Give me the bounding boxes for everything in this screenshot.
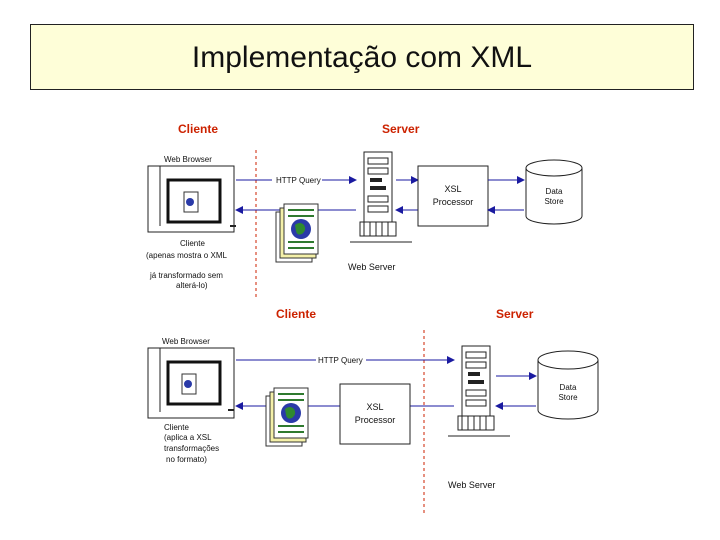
top-note-line-1: Cliente xyxy=(180,239,205,248)
top-browser-label: Web Browser xyxy=(164,155,212,164)
bottom-xsl-line1: XSL xyxy=(366,402,383,412)
top-store-line2: Store xyxy=(544,197,564,206)
top-xsl-line2: Processor xyxy=(433,197,474,207)
bottom-webserver-label: Web Server xyxy=(448,480,495,490)
top-browser-window xyxy=(147,165,236,233)
bottom-xsl-processor xyxy=(339,383,411,445)
top-xsl-processor xyxy=(417,165,489,227)
bottom-xsl-line2: Processor xyxy=(355,415,396,425)
bottom-query-label: HTTP Query xyxy=(318,356,363,365)
bottom-server-icon xyxy=(447,345,511,437)
bottom-diagram: Cliente Server Web Browser Cliente (apli… xyxy=(147,307,599,515)
top-note-line-2: (apenas mostra o XML xyxy=(146,251,227,260)
bottom-note-line-4: no formato) xyxy=(166,455,207,464)
top-server-header: Server xyxy=(382,122,420,136)
bottom-data-store xyxy=(537,350,599,420)
top-client-note: Cliente (apenas mostra o XML já transfor… xyxy=(146,239,227,290)
bottom-client-header: Cliente xyxy=(276,307,316,321)
title-box: Implementação com XML xyxy=(30,24,694,90)
top-query-label: HTTP Query xyxy=(276,176,321,185)
top-data-store xyxy=(525,159,583,225)
bottom-store-line1: Data xyxy=(560,383,577,392)
top-diagram: Cliente Server Web Browser Cliente (apen… xyxy=(146,122,583,300)
bottom-client-note: Cliente (aplica a XSL transformações no … xyxy=(164,423,219,464)
bottom-note-line-1: Cliente xyxy=(164,423,189,432)
top-note-line-4: alterá-lo) xyxy=(176,281,208,290)
top-xml-doc-icon xyxy=(275,203,319,263)
top-server-icon xyxy=(349,151,413,243)
top-note-line-3: já transformado sem xyxy=(149,271,223,280)
bottom-xml-doc-icon xyxy=(265,387,309,447)
bottom-note-line-2: (aplica a XSL xyxy=(164,433,212,442)
bottom-browser-label: Web Browser xyxy=(162,337,210,346)
bottom-server-header: Server xyxy=(496,307,534,321)
bottom-note-line-3: transformações xyxy=(164,444,219,453)
bottom-browser-window xyxy=(147,347,235,419)
slide-title: Implementação com XML xyxy=(191,41,533,74)
bottom-store-line2: Store xyxy=(558,393,578,402)
top-xsl-line1: XSL xyxy=(444,184,461,194)
top-client-header: Cliente xyxy=(178,122,218,136)
top-webserver-label: Web Server xyxy=(348,262,395,272)
top-store-line1: Data xyxy=(546,187,563,196)
